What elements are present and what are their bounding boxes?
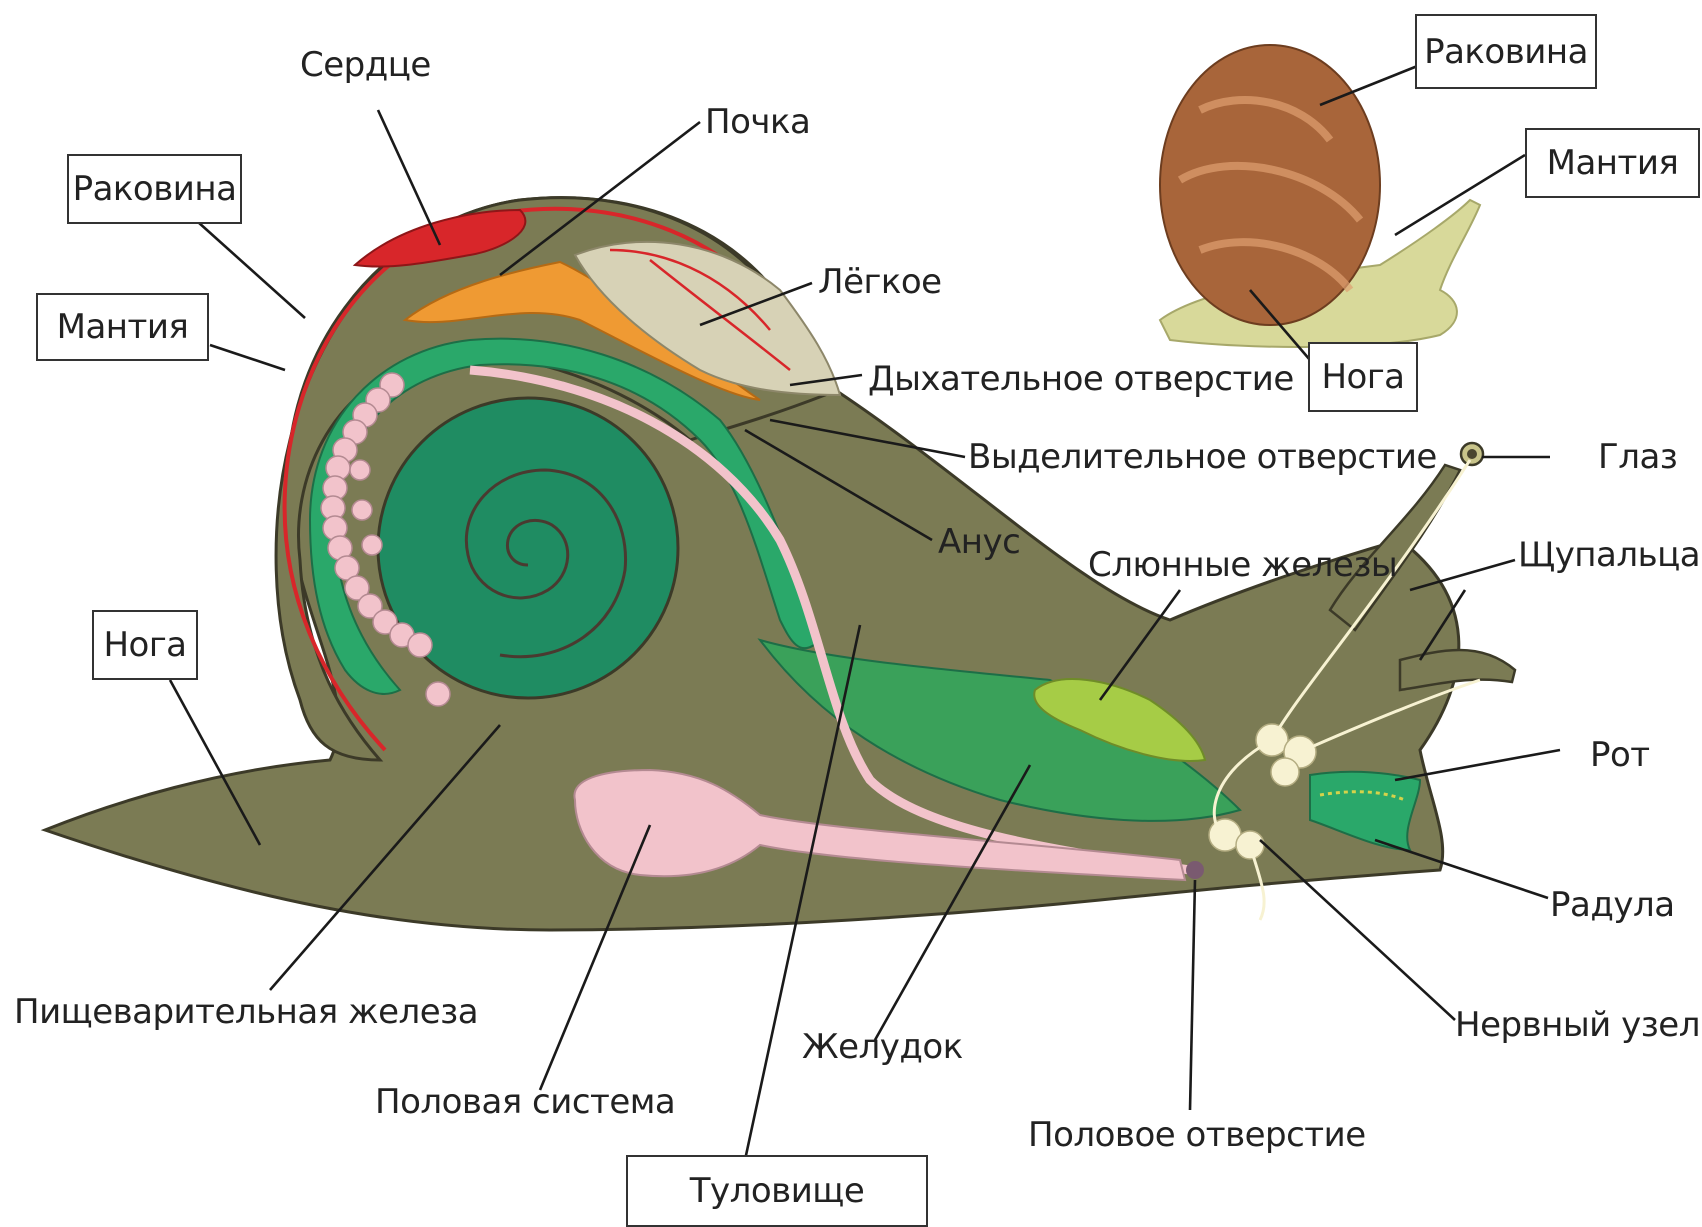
label-shell: Раковина — [67, 154, 242, 224]
label-genital-opening: Половое отверстие — [1028, 1118, 1366, 1152]
label-mouth: Рот — [1590, 738, 1650, 772]
label-mantle: Мантия — [36, 293, 209, 361]
label-kidney: Почка — [705, 105, 810, 139]
label-excretory-hole: Выделительное отверстие — [968, 440, 1437, 474]
label-torso: Туловище — [626, 1155, 928, 1227]
label-radula: Радула — [1550, 888, 1675, 922]
label-breathing-hole: Дыхательное отверстие — [868, 362, 1294, 396]
label-small-mantle: Мантия — [1525, 128, 1700, 198]
label-genital-system: Половая система — [375, 1085, 675, 1119]
label-digestive-gland: Пищеварительная железа — [14, 995, 478, 1029]
label-small-foot: Нога — [1308, 342, 1418, 412]
label-foot: Нога — [92, 610, 198, 680]
label-salivary-glands: Слюнные железы — [1088, 548, 1397, 582]
label-anus: Анус — [938, 525, 1020, 559]
label-heart: Сердце — [300, 48, 431, 82]
label-small-shell: Раковина — [1415, 14, 1597, 89]
label-tentacles: Щупальца — [1518, 538, 1700, 572]
label-nerve-ganglion: Нервный узел — [1455, 1008, 1700, 1042]
label-stomach: Желудок — [802, 1030, 963, 1064]
label-lung: Лёгкое — [818, 265, 942, 299]
lower-tentacle — [1400, 650, 1515, 690]
label-eye: Глаз — [1598, 440, 1677, 474]
genital-opening-dot — [1186, 861, 1204, 879]
